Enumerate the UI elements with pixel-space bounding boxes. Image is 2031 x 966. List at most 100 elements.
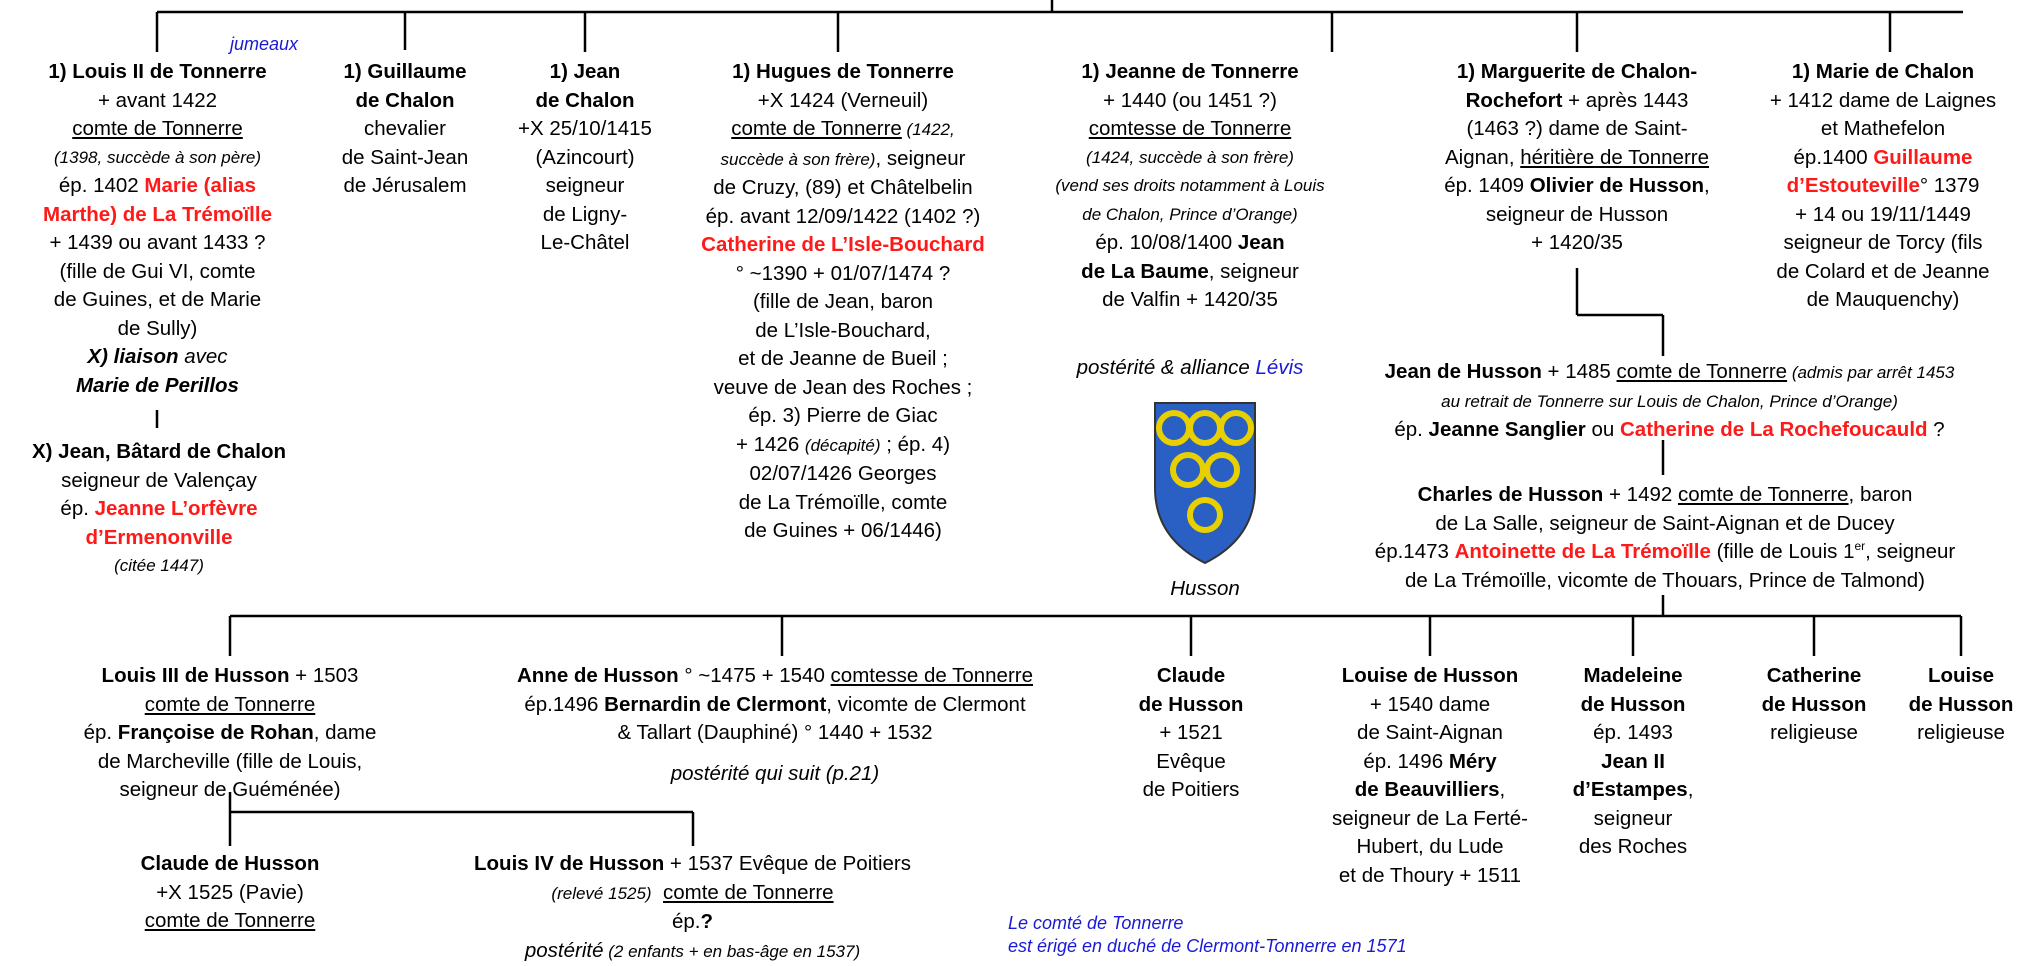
death-line: +X 25/10/1415 (518, 117, 652, 140)
title: comte de Tonnerre (144, 692, 316, 716)
title: héritière de Tonnerre (1520, 145, 1710, 169)
person-name: 1) Louis II de Tonnerre (48, 60, 267, 83)
spouse-name: Marie (alias (144, 174, 257, 197)
person-catherine: Catherine de Husson religieuse (1752, 662, 1876, 748)
spouse-parents: , seigneur (1865, 540, 1956, 563)
person-louis-iii: Louis III de Husson + 1503 comte de Tonn… (50, 662, 410, 805)
note: de Chalon, Prince d’Orange) (1082, 204, 1298, 224)
person-name: Louis III de Husson (101, 664, 290, 687)
person-name: 1) Marguerite de Chalon- (1456, 60, 1698, 83)
spouse-parents: de La Trémoïlle, vicomte de Thouars, Pri… (1405, 568, 1925, 592)
spouse-title: , dame (313, 721, 377, 744)
person-louis-iv: Louis IV de Husson + 1537 Evêque de Poit… (420, 850, 965, 966)
person-name: Louise de Husson (1341, 664, 1519, 687)
punct: , (1704, 174, 1710, 197)
marriage-prefix: ép.1496 (524, 692, 605, 716)
spouse-death: + 14 ou 19/11/1449 (1795, 202, 1971, 226)
death-line: +X 1525 (Pavie) (156, 880, 304, 904)
person-name: Rochefort (1465, 88, 1563, 112)
person-louise-religieuse: Louise de Husson religieuse (1900, 662, 2022, 748)
death-place: (Azincourt) (535, 145, 635, 169)
spouse-title: Hubert, du Lude (1356, 835, 1504, 858)
person-name: 1) Jean (549, 60, 621, 83)
spouse-title: seigneur de Torcy (fils (1783, 231, 1983, 254)
person-name: X) Jean, Bâtard de Chalon (31, 440, 287, 463)
person-claude-de-husson: Claude de Husson +X 1525 (Pavie) comte d… (105, 850, 355, 936)
person-guillaume: 1) Guillaume de Chalon chevalier de Sain… (325, 58, 485, 201)
marriage-prefix: ép.1473 (1374, 540, 1455, 563)
person-jeanne: 1) Jeanne de Tonnerre + 1440 (ou 1451 ?)… (1030, 58, 1350, 315)
spouse-parents: de L’Isle-Bouchard, (755, 318, 931, 342)
spouse-name: d’Estampes (1572, 778, 1688, 801)
death-line: + avant 1422 (97, 88, 218, 112)
marriage-prefix: ép. 1409 (1444, 174, 1530, 197)
spouse-parents: seigneur de Guéménée) (119, 778, 341, 801)
death-line: + 1537 Evêque de Poitiers (664, 852, 911, 875)
marriage-line: ép. 1493 (1593, 721, 1673, 744)
death-line: + 1521 (1159, 721, 1223, 744)
spouse-parents: (fille de Gui VI, comte (59, 259, 256, 283)
spouse-death: + 1439 ou avant 1433 ? (49, 231, 266, 254)
spouse-note: de La Trémoïlle, comte (738, 490, 948, 514)
spouse-parents: de Guines, et de Marie (53, 288, 262, 311)
husson-shield-icon (1154, 402, 1256, 565)
spouse-note: + 1426 (735, 432, 805, 456)
person-jean-de-husson: Jean de Husson + 1485 comte de Tonnerre … (1312, 358, 2027, 445)
spouse-note: veuve de Jean des Roches ; (713, 375, 973, 399)
person-name: de Husson (1908, 692, 2014, 716)
posterity-text: postérité & alliance (1076, 356, 1256, 379)
spouse-name: Catherine de L’Isle-Bouchard (701, 233, 985, 256)
spouse-title: , seigneur (1208, 259, 1299, 283)
spouse-name: d’Ermenonville (85, 525, 233, 549)
person-name: de Chalon (535, 88, 635, 112)
footnote: Le comté de Tonnerre est érigé en duché … (1008, 912, 1407, 958)
death-line: + 1440 (ou 1451 ?) (1103, 88, 1277, 112)
title: religieuse (1917, 721, 2005, 744)
title: Aignan, (1444, 145, 1521, 169)
person-name: 1) Jeanne de Tonnerre (1081, 60, 1299, 83)
person-louis-ii: 1) Louis II de Tonnerre + avant 1422 com… (0, 58, 315, 400)
person-jean-de-chalon: 1) Jean de Chalon +X 25/10/1415 (Azincou… (500, 58, 670, 258)
person-claude-eveque: Claude de Husson + 1521 Evêque de Poitie… (1131, 662, 1251, 805)
death-line: + après 1443 (1562, 88, 1689, 112)
title: (1463 ?) dame de Saint- (1466, 117, 1688, 140)
title: religieuse (1770, 721, 1858, 744)
superscript: er (1854, 539, 1866, 554)
marriage-prefix: ép. (1394, 418, 1429, 441)
spouse-parents: (fille de Louis 1 (1710, 540, 1855, 563)
marriage-prefix: ép. 10/08/1400 (1095, 231, 1238, 254)
title: de Cruzy, (89) et Châtelbelin (713, 176, 973, 199)
note: (1398, succède à son père) (54, 147, 261, 167)
person-name: Charles de Husson (1417, 483, 1604, 506)
title: chevalier (363, 117, 447, 140)
person-name: 1) Marie de Chalon (1791, 60, 1975, 83)
spouse-name: Olivier de Husson (1529, 174, 1705, 197)
spouse-name: Antoinette de La Trémoïlle (1454, 540, 1711, 563)
spouse-note: ; ép. 4) (880, 432, 951, 456)
spouse-parents: de Sully) (117, 316, 198, 340)
spouse-title: des Roches (1578, 835, 1688, 858)
coat-of-arms-caption: Husson (1170, 576, 1240, 600)
marriage-prefix: ép. 1496 (1363, 749, 1449, 773)
person-name: Jean de Husson (1384, 360, 1542, 383)
person-name: Louis IV de Husson (474, 852, 665, 875)
person-jean-batard: X) Jean, Bâtard de Chalon seigneur de Va… (0, 438, 318, 581)
person-name: Catherine (1766, 664, 1862, 687)
liaison-label: X) liaison (87, 345, 179, 368)
spouse-name: d’Estouteville (1786, 174, 1920, 197)
person-name: Claude (1156, 664, 1226, 687)
marriage-prefix: ép. 1402 (58, 174, 145, 197)
title: de Ligny- (542, 202, 628, 226)
posterity-note: (2 enfants + en bas-âge en 1537) (603, 941, 861, 961)
title: comte de Tonnerre (72, 117, 243, 140)
person-name: Madeleine (1583, 664, 1683, 687)
death-line: + 1492 (1603, 483, 1678, 506)
posterity-text: postérité qui suit (p.21) (670, 761, 880, 785)
spouse-title: de Valfin + 1420/35 (1102, 288, 1278, 311)
note: (citée 1447) (114, 556, 204, 575)
person-name: de Husson (1761, 692, 1867, 716)
or: ou (1585, 418, 1620, 441)
levis-link[interactable]: Lévis (1255, 356, 1304, 379)
person-name: de Chalon (355, 88, 455, 112)
